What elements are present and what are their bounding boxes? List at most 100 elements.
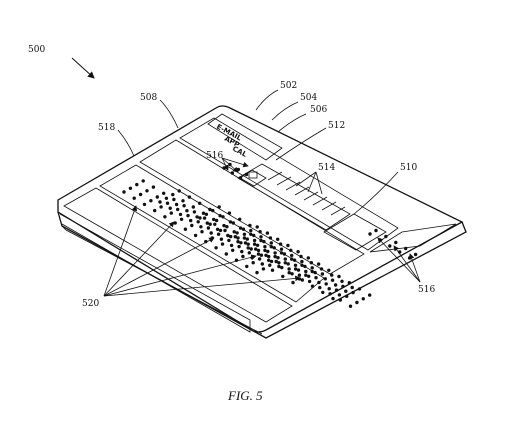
- ref-516-upper: 516: [206, 151, 223, 161]
- dot-520: [183, 227, 188, 231]
- dot-520: [145, 189, 149, 193]
- dot-520: [279, 251, 284, 255]
- ref-514: 514: [318, 163, 335, 173]
- dot-520: [266, 249, 270, 254]
- segment-4: [179, 117, 399, 251]
- dot-520: [163, 215, 167, 219]
- dot-520: [296, 268, 301, 272]
- dot-520: [340, 279, 344, 283]
- dot-520: [259, 238, 263, 243]
- dot-520: [142, 202, 147, 207]
- dot-520: [220, 242, 225, 246]
- dot-520: [155, 195, 159, 199]
- leader-518: [117, 129, 135, 157]
- dot-520: [277, 264, 281, 269]
- slider-rib: [276, 176, 292, 186]
- dot-520: [181, 199, 185, 203]
- dot-520: [300, 278, 304, 282]
- dot-520: [281, 274, 285, 279]
- ref-516-lower: 516: [418, 285, 435, 295]
- leader-516a-2: [221, 157, 229, 171]
- dot-520: [273, 251, 277, 255]
- arrow-500: [71, 57, 95, 79]
- ref-510: 510: [400, 163, 417, 173]
- dot-520: [347, 281, 351, 285]
- ref-502: 502: [280, 81, 297, 91]
- dot-520: [231, 221, 235, 225]
- dot-516: [388, 244, 392, 248]
- dot-516: [244, 172, 249, 177]
- dot-520: [277, 261, 281, 265]
- segment-3: [139, 139, 365, 275]
- dot-520: [128, 186, 133, 190]
- dot-520: [192, 210, 197, 214]
- dot-520: [355, 300, 359, 305]
- dot-520: [223, 228, 227, 233]
- dot-520: [198, 216, 202, 220]
- dot-520: [237, 244, 241, 249]
- slider-control: [237, 163, 351, 231]
- dot-520: [259, 253, 264, 257]
- leader-520-5: [103, 275, 301, 297]
- segment-5-right: [369, 223, 457, 253]
- dot-520: [280, 265, 284, 270]
- leader-510: [353, 171, 399, 215]
- dot-516: [404, 246, 408, 251]
- dot-520: [229, 243, 234, 248]
- leader-514a: [295, 171, 317, 187]
- leader-lines: [71, 57, 421, 297]
- panel-510: [323, 213, 387, 251]
- dot-520: [252, 233, 256, 238]
- slider-rib: [267, 171, 283, 181]
- dot-520: [200, 230, 204, 234]
- dot-516: [238, 176, 243, 180]
- dot-520: [338, 298, 342, 302]
- slider-rib: [285, 181, 301, 191]
- dot-520: [205, 221, 209, 225]
- dot-520: [263, 248, 267, 253]
- dot-520: [162, 191, 166, 195]
- dot-520: [264, 253, 268, 257]
- dot-520: [276, 237, 280, 241]
- dot-520: [222, 223, 226, 228]
- dot-520: [212, 217, 216, 222]
- dot-520: [259, 235, 263, 239]
- dot-520: [178, 212, 183, 217]
- leader-516a-3: [221, 157, 239, 173]
- dot-520: [310, 266, 314, 270]
- dot-520: [214, 218, 219, 223]
- dot-520: [286, 262, 290, 266]
- dot-520: [249, 232, 253, 236]
- dot-520: [243, 241, 248, 245]
- dot-520: [318, 285, 322, 290]
- dot-520: [199, 225, 203, 229]
- dot-520: [262, 239, 266, 244]
- dot-520: [198, 201, 202, 205]
- dot-520: [254, 247, 258, 251]
- slider-ribs: [267, 171, 346, 216]
- dot-520: [217, 205, 221, 209]
- dot-520: [245, 264, 249, 269]
- leader-514c: [315, 171, 323, 195]
- ref-504: 504: [300, 93, 317, 103]
- dot-520: [289, 248, 293, 252]
- dot-520: [333, 283, 338, 287]
- dot-520: [276, 256, 280, 260]
- dot-520: [236, 236, 240, 240]
- dot-520: [221, 215, 225, 219]
- dot-520: [257, 257, 262, 261]
- dot-520: [208, 207, 212, 212]
- dot-520: [256, 252, 261, 256]
- handle-icon: [248, 171, 258, 179]
- dot-520: [286, 243, 290, 248]
- dot-520: [159, 205, 163, 209]
- dot-520: [260, 262, 264, 266]
- dot-520: [218, 228, 223, 233]
- dot-520: [350, 285, 354, 290]
- dot-520: [240, 249, 244, 254]
- dot-520: [174, 202, 179, 207]
- dot-520: [229, 234, 233, 239]
- dot-520: [324, 282, 328, 286]
- ref-508: 508: [140, 93, 157, 103]
- dot-520: [153, 208, 157, 213]
